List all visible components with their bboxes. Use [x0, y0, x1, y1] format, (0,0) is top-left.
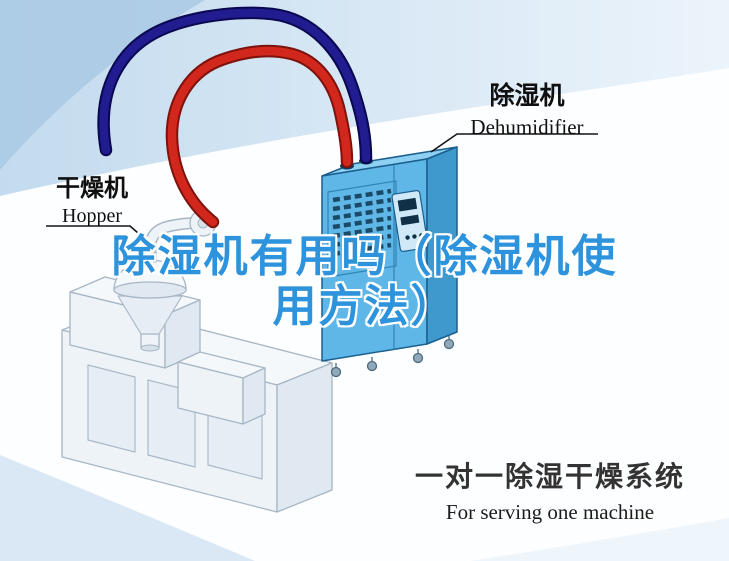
hopper-label-en: Hopper	[62, 205, 122, 227]
dehumidifier-illustration	[321, 146, 458, 378]
dehumidifier-label-zh: 除湿机	[489, 81, 565, 110]
dehumidifier-label: 除湿机 Dehumidifier	[452, 76, 602, 140]
page-title: 除湿机有用吗（除湿机使 用方法）	[0, 232, 729, 332]
return-hose	[99, 8, 371, 163]
hopper-label: 干燥机 Hopper	[40, 168, 144, 228]
dehumidifier-pointer-line	[430, 133, 598, 153]
supply-hose	[167, 46, 352, 227]
hoses-illustration	[97, 6, 373, 229]
control-panel	[391, 189, 429, 253]
caption-zh: 一对一除湿干燥系统	[414, 460, 685, 493]
hopper-machine-illustration	[61, 209, 333, 513]
caption-en: For serving one machine	[445, 500, 655, 524]
caster-wheels	[330, 335, 455, 378]
page-title-line2: 用方法）	[272, 281, 457, 332]
label-pointer-lines	[46, 133, 598, 247]
hopper-label-zh: 干燥机	[56, 174, 128, 202]
vent-grille	[332, 188, 392, 257]
hopper-pointer-line	[46, 225, 154, 247]
caption: 一对一除湿干燥系统 For serving one machine	[415, 455, 685, 525]
cyclone-hopper	[113, 209, 217, 352]
dehumidifier-label-en: Dehumidifier	[470, 115, 584, 139]
page-title-line1: 除湿机有用吗（除湿机使	[111, 231, 618, 282]
